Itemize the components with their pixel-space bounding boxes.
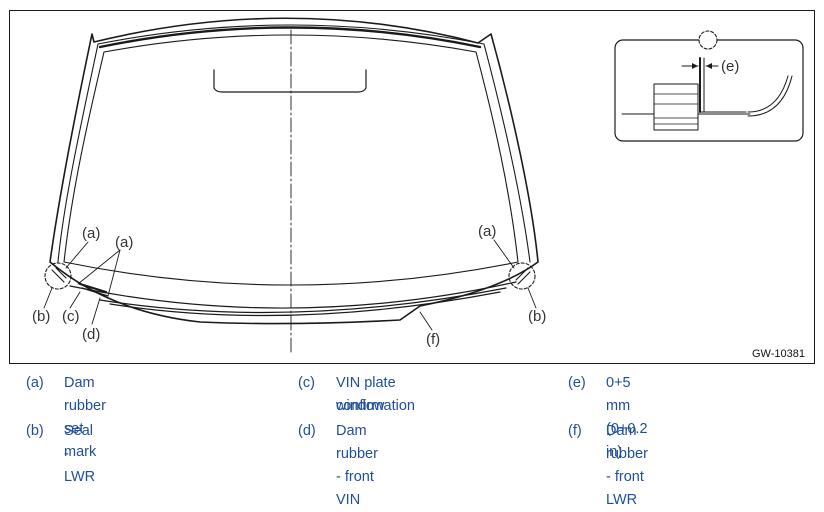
dam-rubber-lower: [69, 281, 517, 309]
callout-a-group: (a): [115, 234, 133, 251]
figure-id: GW-10381: [752, 348, 805, 360]
diagram-frame: [9, 10, 815, 364]
vin-window-mark: [78, 282, 108, 294]
legend-key: (d): [298, 423, 316, 439]
legend-text-line2: window: [336, 398, 385, 414]
legend-key: (b): [26, 423, 44, 439]
mirror-mount: [213, 69, 367, 93]
legend-key: (a): [26, 375, 44, 391]
callout-c: (c): [62, 308, 80, 325]
detail-inset-box: [614, 39, 804, 142]
detail-circle-left: [44, 262, 72, 290]
windshield-glass-area: [63, 34, 519, 286]
legend-key: (f): [568, 423, 582, 439]
legend-key: (e): [568, 375, 586, 391]
callout-a-right: (a): [478, 223, 496, 240]
callout-e: (e): [721, 58, 739, 75]
callout-a-left: (a): [82, 225, 100, 242]
windshield-outer-edge: [49, 17, 539, 325]
detail-inset-circle: [698, 30, 718, 50]
legend-text: VIN plate confirmation: [336, 375, 415, 414]
callout-b-left: (b): [32, 308, 50, 325]
legend-text: Dam rubber - front LWR: [606, 423, 648, 508]
detail-circle-right: [508, 262, 536, 290]
legend: (a) Dam rubber set mark (b) Seal - LWR (…: [0, 372, 824, 508]
callout-d: (d): [82, 326, 100, 343]
callout-b-right: (b): [528, 308, 546, 325]
windshield-inner-edge: [97, 24, 531, 263]
legend-text: Seal - LWR: [64, 423, 96, 485]
callout-f: (f): [426, 331, 440, 348]
windshield-diagram: (a) (a) (b) (c) (d) (a) (b) (f) (e) GW-1…: [32, 17, 805, 360]
legend-key: (c): [298, 375, 315, 391]
legend-text: Dam rubber - front VIN: [336, 423, 378, 508]
